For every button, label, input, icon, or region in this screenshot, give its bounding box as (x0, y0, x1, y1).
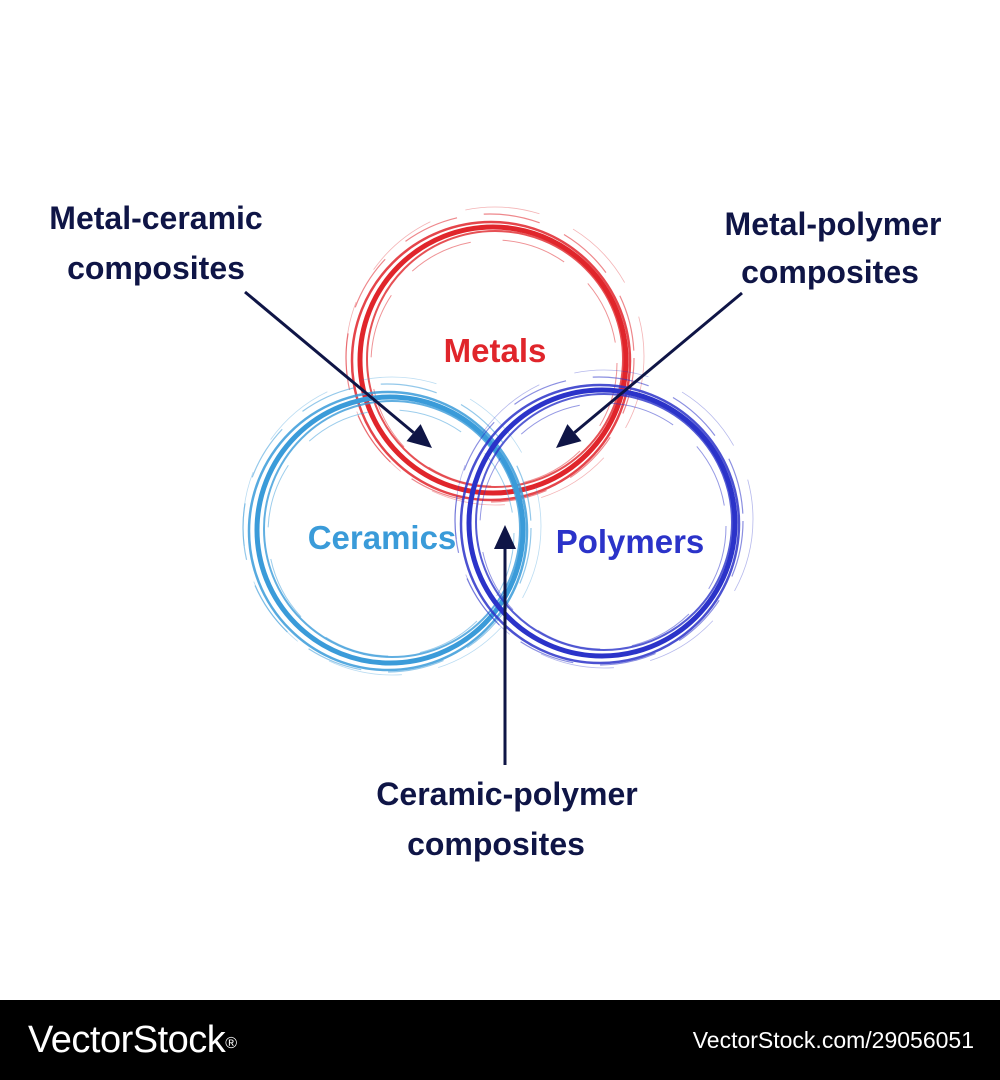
circle-ceramics (242, 376, 542, 676)
arrow-cp-head (494, 525, 516, 549)
ring-polymers-stroke (454, 369, 754, 669)
annotation-ceramic-polymer-line-1: Ceramic-polymer (376, 776, 637, 812)
ring-metals-stroke (357, 224, 629, 496)
ring-metals-stroke (345, 213, 635, 503)
circle-metals (345, 206, 645, 506)
annotation-ceramic-polymer: Ceramic-polymer composites (376, 776, 637, 862)
venn-diagram: Metals Ceramics Polymers Metal-ceramic c… (49, 200, 942, 862)
vectorstock-logo: VectorStock® (28, 1014, 237, 1066)
circle-polymers (454, 369, 754, 669)
ring-polymers-stroke (475, 393, 733, 651)
ring-ceramics-stroke (267, 409, 515, 657)
ring-polymers-stroke (454, 376, 744, 666)
brand-name: VectorStock (28, 1019, 226, 1061)
arrow-metal-polymer (556, 291, 743, 448)
circle-label-polymers: Polymers (556, 523, 705, 560)
annotation-metal-ceramic: Metal-ceramic composites (49, 200, 262, 286)
image-id: VectorStock.com/29056051 (692, 1027, 974, 1053)
ring-metals-stroke (366, 230, 624, 488)
arrow-mc-head (406, 424, 432, 448)
annotation-metal-ceramic-line-2: composites (67, 250, 245, 286)
ring-ceramics-stroke (247, 390, 529, 672)
ring-metals-stroke (350, 220, 632, 502)
ring-polymers-stroke (466, 387, 738, 659)
arrow-mc-shaft (244, 290, 415, 434)
annotation-metal-ceramic-line-1: Metal-ceramic (49, 200, 262, 236)
arrow-mp-head (556, 424, 582, 448)
arrow-mp-shaft (573, 291, 743, 434)
ring-ceramics-stroke (254, 394, 526, 666)
ring-ceramics-stroke (242, 376, 542, 676)
arrow-ceramic-polymer (494, 525, 516, 765)
circle-label-metals: Metals (444, 332, 547, 369)
arrow-metal-ceramic (244, 290, 432, 448)
annotation-metal-polymer-line-2: composites (741, 254, 919, 290)
watermark-footer: VectorStock® VectorStock.com/29056051 (0, 1000, 1000, 1080)
ring-metals-stroke (370, 239, 618, 487)
ring-polymers-stroke (459, 383, 741, 665)
ring-ceramics-stroke (242, 383, 532, 673)
annotation-ceramic-polymer-line-2: composites (407, 826, 585, 862)
annotation-metal-polymer-line-1: Metal-polymer (725, 206, 942, 242)
circle-label-ceramics: Ceramics (308, 519, 457, 556)
ring-ceramics-stroke (263, 400, 521, 658)
annotation-metal-polymer: Metal-polymer composites (725, 206, 942, 290)
registered-mark: ® (225, 1035, 237, 1052)
ring-polymers-stroke (479, 402, 727, 650)
ring-metals-stroke (345, 206, 645, 506)
